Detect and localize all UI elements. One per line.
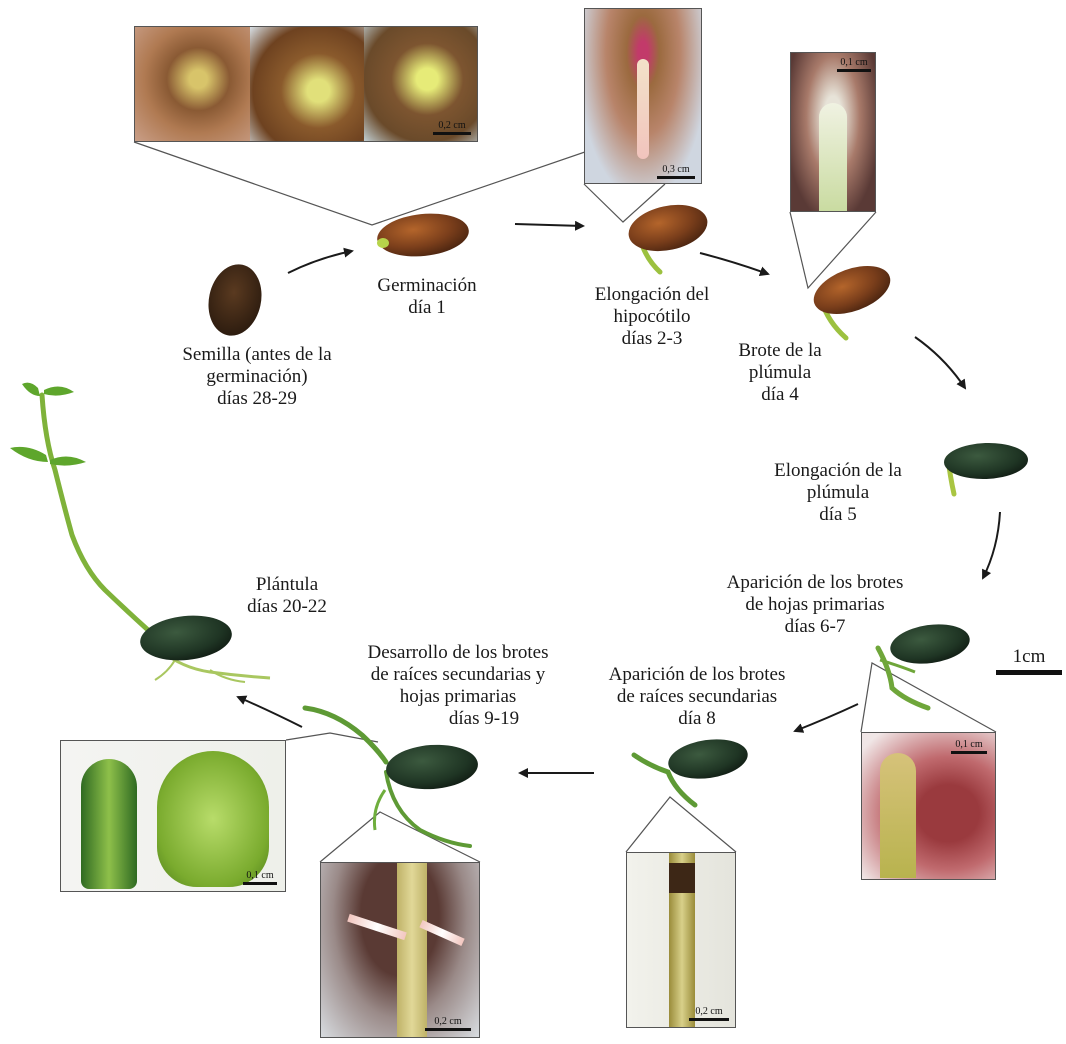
label-desarrollo: Desarrollo de los brotes de raíces secun…: [342, 642, 574, 730]
seed-germination: [375, 209, 471, 260]
scale-raices-secundarias: 0,2 cm: [689, 1006, 729, 1021]
label-hojas-primarias: Aparición de los brotes de hojas primari…: [700, 572, 930, 638]
label-plantula: Plántula días 20-22: [222, 574, 352, 618]
scale-label-germinacion: 0,2 cm: [433, 120, 471, 131]
label-hipocotilo: Elongación del hipocótilo días 2-3: [572, 284, 732, 350]
scale-hojas-primarias: 0,1 cm: [951, 739, 987, 754]
scale-brote-plumula: 0,1 cm: [837, 57, 871, 72]
photo-raices-secundarias: 0,2 cm: [626, 852, 736, 1028]
scale-label-plantula-hojas: 0,1 cm: [243, 870, 277, 881]
arrow-elongacion-hojas: [983, 512, 1000, 578]
photo-desarrollo-tallo: 0,2 cm: [320, 862, 480, 1038]
seed-before-germination: [202, 259, 268, 340]
scale-label-desarrollo-tallo: 0,2 cm: [425, 1016, 471, 1027]
seedling-raices-secundarias: [634, 735, 750, 805]
label-elong-plumula: Elongación de la plúmula día 5: [758, 460, 918, 526]
photo-brote-plumula: 0,1 cm: [790, 52, 876, 212]
main-scale-bar: 1cm: [996, 646, 1062, 675]
photo-germinacion: 0,2 cm: [134, 26, 478, 142]
arrow-hipocotilo-brote: [700, 253, 768, 274]
seedling-elong-plumula: [943, 442, 1028, 494]
plantula: [10, 383, 270, 682]
arrow-brote-elongacion: [915, 337, 965, 388]
scale-label-brote-plumula: 0,1 cm: [837, 57, 871, 68]
scale-hipocotilo: 0,3 cm: [657, 164, 695, 179]
photo-hojas-primarias: 0,1 cm: [861, 732, 996, 880]
scale-plantula-hojas: 0,1 cm: [243, 870, 277, 885]
scale-label-hojas-primarias: 0,1 cm: [951, 739, 987, 750]
photo-hipocotilo: 0,3 cm: [584, 8, 702, 184]
label-semilla: Semilla (antes de la germinación) días 2…: [162, 344, 352, 410]
seedling-brote-plumula: [807, 257, 897, 338]
photo-plantula-hojas: 0,1 cm: [60, 740, 286, 892]
arrow-desarrollo-plantula: [238, 697, 302, 727]
scale-label-hipocotilo: 0,3 cm: [657, 164, 695, 175]
scale-label-raices-secundarias: 0,2 cm: [689, 1006, 729, 1017]
arrow-germinacion-hipocotilo: [515, 224, 583, 226]
label-raices-secundarias: Aparición de los brotes de raíces secund…: [586, 664, 808, 730]
main-scale-label: 1cm: [996, 646, 1062, 668]
label-germinacion: Germinación día 1: [362, 275, 492, 319]
scale-desarrollo-tallo: 0,2 cm: [425, 1016, 471, 1031]
label-brote-plumula: Brote de la plúmula día 4: [720, 340, 840, 406]
scale-germinacion: 0,2 cm: [433, 120, 471, 135]
arrow-semilla-germinacion: [288, 251, 352, 273]
